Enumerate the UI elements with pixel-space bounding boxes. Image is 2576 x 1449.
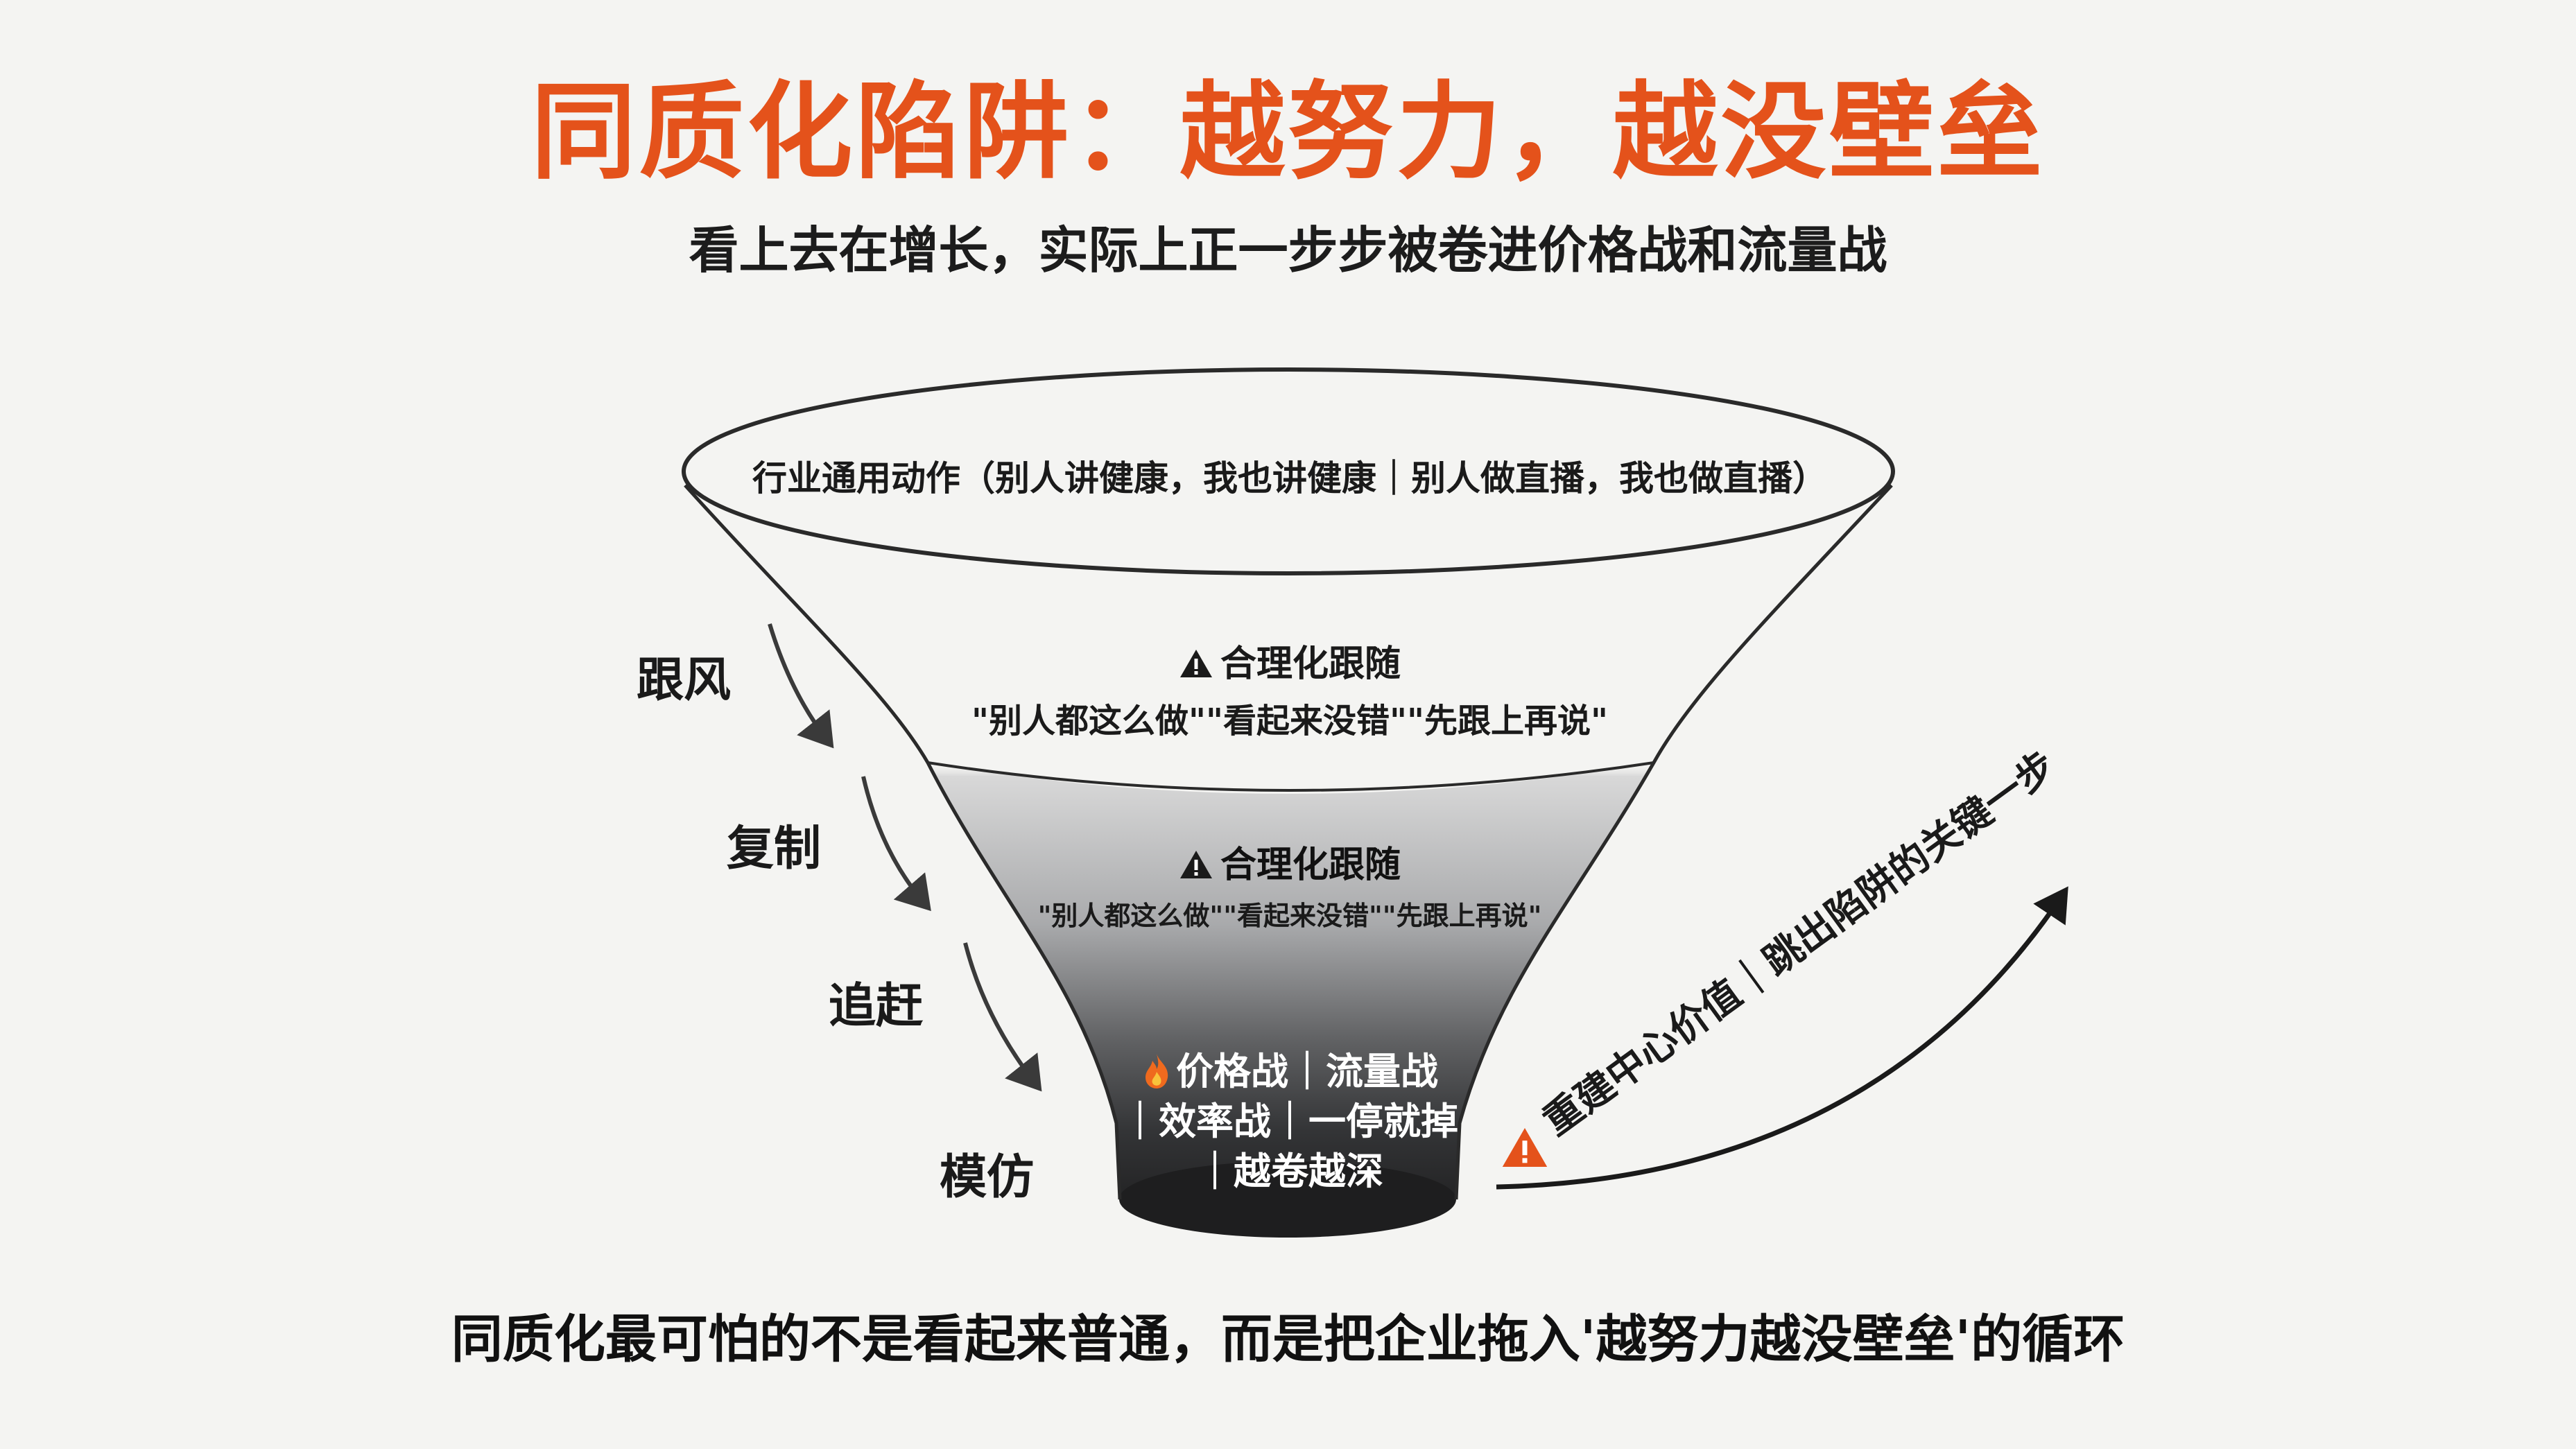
fire-icon bbox=[1146, 1054, 1168, 1088]
middle-rationalization: 合理化跟随 "别人都这么做""看起来没错""先跟上再说" bbox=[985, 835, 1595, 932]
step-label-3: 追赶 bbox=[829, 979, 924, 1034]
upper-rationalization: 合理化跟随 "别人都这么做""看起来没错""先跟上再说" bbox=[929, 634, 1650, 742]
page-title: 同质化陷阱：越努力，越没壁垒 bbox=[530, 71, 2046, 193]
step-label-4: 模仿 bbox=[940, 1150, 1035, 1205]
step-label-2: 复制 bbox=[727, 822, 822, 876]
warning-triangle-icon bbox=[1179, 650, 1212, 677]
warning-triangle-icon bbox=[1502, 1128, 1548, 1167]
middle-quote: "别人都这么做""看起来没错""先跟上再说" bbox=[1037, 901, 1542, 931]
rim-label: 行业通用动作（别人讲健康，我也讲健康｜别人做直播，我也做直播） bbox=[752, 458, 1827, 498]
step-label-1: 跟风 bbox=[637, 653, 732, 708]
funnel-base bbox=[1119, 1161, 1456, 1238]
fluid-surface bbox=[927, 761, 1654, 792]
step-arrow-2 bbox=[861, 776, 931, 912]
middle-heading: 合理化跟随 bbox=[1220, 844, 1401, 886]
upper-quote: "别人都这么做""看起来没错""先跟上再说" bbox=[971, 702, 1609, 740]
exit-arrow bbox=[1496, 886, 2068, 1190]
funnel-shaded-body bbox=[928, 763, 1654, 1224]
outcome-line-3: ｜越卷越深 bbox=[1196, 1149, 1383, 1193]
warning-triangle-icon bbox=[1179, 851, 1212, 878]
step-arrow-3 bbox=[963, 942, 1042, 1092]
outcome-line-2: ｜效率战｜一停就掉 bbox=[1121, 1100, 1458, 1143]
upper-heading: 合理化跟随 bbox=[1220, 643, 1401, 685]
funnel-rim bbox=[682, 367, 1895, 575]
step-arrow-1 bbox=[768, 623, 834, 749]
outcome-line-1: 价格战｜流量战 bbox=[1176, 1050, 1438, 1093]
footer-caption: 同质化最可怕的不是看起来普通，而是把企业拖入'越努力越没壁垒'的循环 bbox=[451, 1310, 2125, 1369]
page-subtitle: 看上去在增长，实际上正一步步被卷进价格战和流量战 bbox=[689, 221, 1887, 279]
bottom-outcomes: 价格战｜流量战 ｜效率战｜一停就掉 ｜越卷越深 bbox=[1068, 1047, 1512, 1197]
